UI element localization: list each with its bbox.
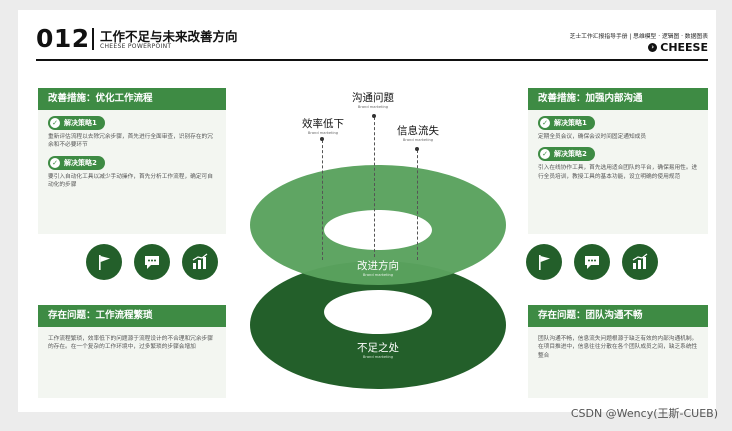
connector-dot xyxy=(320,137,324,141)
strategy-badge: ✓ 解决策略2 xyxy=(538,147,595,162)
arrow-icon: › xyxy=(648,43,658,52)
label-title: 效率低下 xyxy=(302,118,344,130)
right-top-panel: 改善措施：加强内部沟通 ✓ 解决策略1 定期全员会议，确保会议时间固定通知成员 ✓… xyxy=(528,88,708,234)
strategy-text: 引入在线协作工具，首先选用适合团队的平台，确保易用性。进行全员培训，教授工具的基… xyxy=(538,165,698,180)
label-title: 沟通问题 xyxy=(352,92,394,104)
ring-diagram xyxy=(250,165,506,389)
panel-heading: 改善措施：优化工作流程 xyxy=(38,88,226,110)
strategy-label: 解决策略1 xyxy=(64,119,97,127)
ring-title: 不足之处 xyxy=(357,342,399,354)
left-bottom-panel: 存在问题：工作流程繁琐 工作流程繁琐，效率低下的问题源于流程设计的不合理和冗余步… xyxy=(38,305,226,398)
problem-text: 工作流程繁琐，效率低下的问题源于流程设计的不合理和冗余步骤的存在。在一个复杂的工… xyxy=(48,336,213,351)
page-title: 工作不足与未来改善方向 xyxy=(100,29,238,44)
label-subtitle: Brand marketing xyxy=(402,138,434,142)
panel-heading: 改善措施：加强内部沟通 xyxy=(528,88,708,110)
ring-subtitle: Brand marketing xyxy=(362,273,394,277)
label-information-loss: 信息流失 Brand marketing xyxy=(388,123,448,142)
lower-ring xyxy=(250,261,506,389)
label-efficiency: 效率低下 Brand marketing xyxy=(293,116,353,135)
header-divider xyxy=(92,28,94,50)
strategy-badge: ✓ 解决策略2 xyxy=(48,155,105,170)
chat-icon xyxy=(134,244,170,280)
lower-ring-label: 不足之处 Brand marketing xyxy=(338,340,418,359)
panel-heading: 存在问题：团队沟通不畅 xyxy=(528,305,708,327)
upper-ring xyxy=(250,165,506,285)
strategy-badge: ✓ 解决策略1 xyxy=(538,116,595,130)
brand-logo: ›CHEESE xyxy=(648,41,708,54)
left-top-panel: 改善措施：优化工作流程 ✓ 解决策略1 重新评估流程以去除冗余步骤，首先进行全面审… xyxy=(38,88,226,234)
connector-line xyxy=(374,117,375,257)
check-icon: ✓ xyxy=(540,149,550,160)
strategy-badge: ✓ 解决策略1 xyxy=(48,116,105,130)
problem-text: 团队沟通不畅，信息流失问题根源于缺乏有效的内部沟通机制。在项目推进中，信息往往分… xyxy=(538,336,698,359)
right-bottom-panel: 存在问题：团队沟通不畅 团队沟通不畅，信息流失问题根源于缺乏有效的内部沟通机制。… xyxy=(528,305,708,398)
strategy-text: 要引入自动化工具以减少手动操作，首先分析工作流程，确定可自动化的步骤 xyxy=(48,173,213,189)
strategy-label: 解决策略1 xyxy=(554,119,587,127)
label-communication: 沟通问题 Brand marketing xyxy=(343,90,403,109)
strategy-label: 解决策略2 xyxy=(554,150,587,159)
flag-icon xyxy=(526,244,562,280)
check-icon: ✓ xyxy=(540,118,550,128)
chat-icon xyxy=(574,244,610,280)
brand-name: CHEESE xyxy=(660,41,708,54)
strategy-text: 定期全员会议，确保会议时间固定通知成员 xyxy=(538,134,647,140)
upper-ring-label: 改进方向 Brand marketing xyxy=(338,258,418,277)
label-subtitle: Brand marketing xyxy=(307,131,339,135)
flag-icon xyxy=(86,244,122,280)
ring-title: 改进方向 xyxy=(357,260,399,272)
check-icon: ✓ xyxy=(50,118,60,128)
label-subtitle: Brand marketing xyxy=(357,105,389,109)
chart-icon xyxy=(182,244,218,280)
ring-subtitle: Brand marketing xyxy=(362,355,394,359)
connector-line xyxy=(417,150,418,260)
chart-icon xyxy=(622,244,658,280)
strategy-text: 重新评估流程以去除冗余步骤，首先进行全面审查，识别存在的冗余和不必要环节 xyxy=(48,134,213,149)
watermark: CSDN @Wency(王斯-CUEB) xyxy=(570,407,718,420)
page-subtitle: CHEESE POWERPOINT xyxy=(100,43,172,50)
header-right-text: 芝士工作汇报指导手册 | 思维模型 · 逻辑图 · 数据图表 xyxy=(569,34,708,40)
page-number: 012 xyxy=(36,24,90,53)
panel-heading: 存在问题：工作流程繁琐 xyxy=(38,305,226,327)
check-icon: ✓ xyxy=(50,157,60,168)
slide: 012 工作不足与未来改善方向 CHEESE POWERPOINT 芝士工作汇报… xyxy=(18,10,716,412)
connector-dot xyxy=(372,114,376,118)
connector-line xyxy=(322,140,323,260)
strategy-label: 解决策略2 xyxy=(64,158,97,167)
header-rule xyxy=(36,59,708,61)
connector-dot xyxy=(415,147,419,151)
label-title: 信息流失 xyxy=(397,125,439,137)
